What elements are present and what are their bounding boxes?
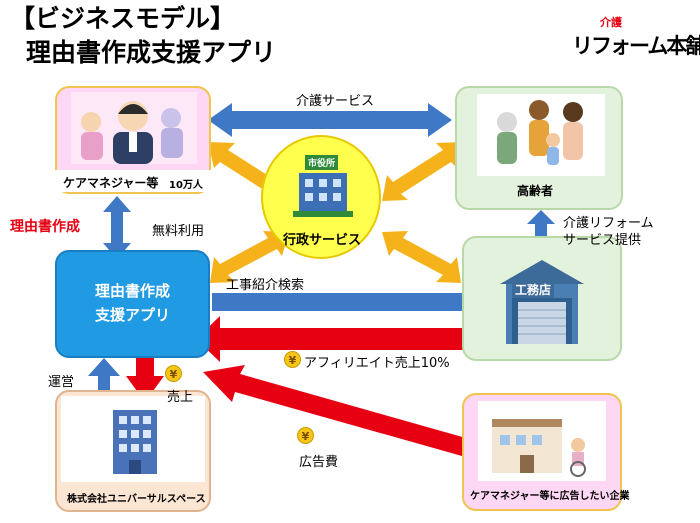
- label-reason-doc: 理由書作成: [10, 219, 80, 235]
- arrow-gov-shop: [382, 231, 461, 283]
- title-line-1: 【ビジネスモデル】: [10, 4, 236, 33]
- elderly-box: 高齢者: [455, 86, 623, 210]
- brand-logo-small: 介護: [600, 16, 622, 29]
- arrow-sales: [126, 356, 164, 402]
- city-hall-building-icon: [293, 173, 353, 217]
- care-manager-label: ケアマネジャー等: [63, 176, 159, 190]
- government-label: 行政サービス: [283, 233, 362, 248]
- brand-logo-text: リフォーム本舗: [572, 33, 700, 58]
- shop-building-icon: [500, 260, 584, 344]
- care-manager-label-bg: [55, 170, 211, 192]
- brand-logo: 介護 リフォーム本舗: [572, 14, 700, 66]
- arrow-ad-fee: [203, 365, 473, 458]
- arrow-gov-elderly: [382, 142, 463, 201]
- city-hall-sign: 市役所: [305, 155, 339, 170]
- label-search: 工事紹介検索: [226, 278, 305, 293]
- arrow-operation: [88, 358, 120, 400]
- care-manager-box: ケアマネジャー等 10万人: [55, 86, 211, 194]
- advertiser-label: ケアマネジャー等に広告したい企業: [470, 491, 630, 502]
- company-box: 株式会社ユニバーサルスペース: [55, 390, 211, 512]
- app-title-line-2: 支援アプリ: [94, 306, 170, 324]
- elderly-illustration: [497, 100, 583, 165]
- arrow-search: [212, 283, 492, 321]
- care-manager-count: 10万人: [169, 180, 203, 191]
- label-reform-line-2: サービス提供: [563, 233, 642, 248]
- shop-box: 工務店: [462, 236, 622, 361]
- care-manager-illustration: [71, 92, 197, 164]
- shop-sign: 工務店: [512, 281, 555, 298]
- arrow-care-service: [208, 103, 452, 137]
- title-line-2: 理由書作成支援アプリ: [26, 38, 277, 67]
- arrow-affiliate: [196, 316, 468, 362]
- label-care-service: 介護サービス: [296, 94, 375, 109]
- label-affiliate: アフィリエイト売上10%: [304, 356, 450, 371]
- label-free-use: 無料利用: [152, 224, 205, 239]
- yen-ad-fee-icon: ¥: [297, 427, 314, 444]
- label-operation: 運営: [48, 375, 75, 390]
- arrow-gov-app: [210, 231, 289, 283]
- label-reform-line-1: 介護リフォーム: [563, 216, 654, 231]
- advertiser-illustration: [492, 419, 586, 477]
- app-title-line-1: 理由書作成: [94, 282, 170, 300]
- company-label: 株式会社ユニバーサルスペース: [67, 494, 206, 505]
- elderly-label: 高齢者: [517, 184, 554, 198]
- app-box: 理由書作成 支援アプリ: [55, 250, 210, 358]
- label-sales: 売上: [167, 390, 194, 405]
- company-building-icon: [113, 410, 157, 474]
- arrow-manager-app: [103, 196, 131, 259]
- advertiser-box: ケアマネジャー等に広告したい企業: [462, 393, 630, 511]
- yen-affiliate-icon: ¥: [284, 351, 301, 368]
- yen-sales-icon: ¥: [165, 365, 182, 382]
- label-ad-fee: 広告費: [299, 455, 339, 470]
- government-circle: 市役所 行政サービス: [261, 135, 381, 259]
